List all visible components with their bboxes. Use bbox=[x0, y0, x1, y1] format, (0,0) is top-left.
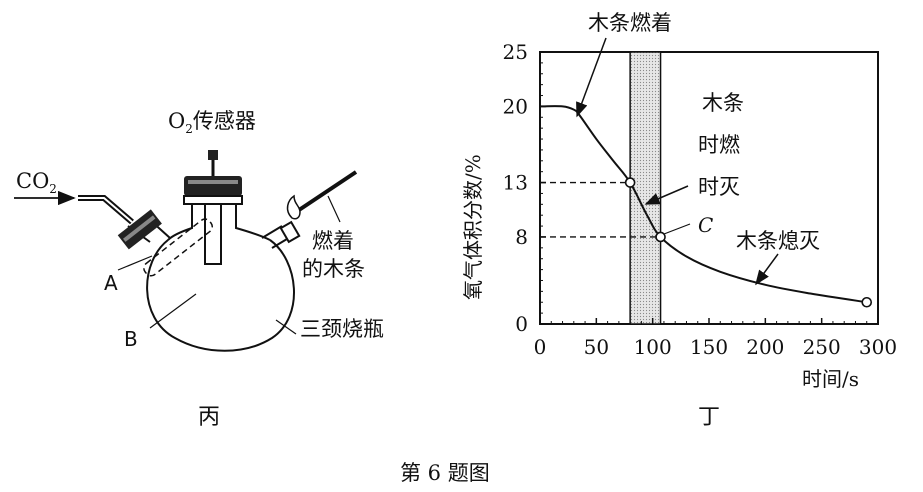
o2-sensor-label: O2传感器 bbox=[168, 109, 256, 136]
flame-icon bbox=[286, 194, 301, 220]
apparatus-diagram: CO2 O2传感器 燃着 的木条 三颈烧瓶 A B 丙 bbox=[14, 109, 384, 430]
x-tick-label: 250 bbox=[803, 335, 841, 359]
chart-ylabel: 氧气体积分数/% bbox=[461, 154, 485, 300]
y-tick-label: 25 bbox=[503, 40, 528, 64]
flask-label: 三颈烧瓶 bbox=[300, 317, 384, 341]
three-neck-flask bbox=[146, 239, 295, 352]
x-tick-label: 200 bbox=[746, 335, 784, 359]
oxygen-chart: 0 50 100 150 200 250 300 0 8 13 20 25 氧气体积分数/% 时间/… bbox=[461, 11, 897, 430]
chart-xlabel: 时间/s bbox=[802, 367, 859, 391]
annotation-mid-3: 时灭 bbox=[698, 175, 740, 199]
y-tick-label: 8 bbox=[515, 225, 528, 249]
x-tick-label: 0 bbox=[534, 335, 547, 359]
annotation-mid-1: 木条 bbox=[702, 91, 744, 115]
data-point bbox=[861, 296, 873, 308]
wood-stick bbox=[294, 170, 358, 214]
x-tick-label: 100 bbox=[634, 335, 672, 359]
sensor-probe bbox=[204, 203, 222, 265]
figure-caption: 第 6 题图 bbox=[400, 461, 490, 485]
label-b: B bbox=[124, 327, 138, 351]
inner-tube-dashed bbox=[143, 218, 213, 277]
y-tick-label: 13 bbox=[503, 171, 528, 195]
wood-label-2: 的木条 bbox=[302, 257, 365, 281]
data-point bbox=[624, 177, 636, 188]
caption-left: 丙 bbox=[198, 405, 220, 430]
annotation-burning: 木条燃着 bbox=[588, 11, 672, 35]
co2-label: CO2 bbox=[16, 169, 57, 196]
x-tick-label: 300 bbox=[859, 335, 897, 359]
annotation-mid-2: 时燃 bbox=[698, 133, 740, 157]
label-a: A bbox=[104, 271, 118, 295]
sensor-stopper bbox=[184, 176, 242, 196]
annotation-out: 木条熄灭 bbox=[736, 229, 820, 253]
center-neck bbox=[167, 196, 271, 241]
x-tick-label: 150 bbox=[690, 335, 728, 359]
point-c-label: C bbox=[698, 213, 713, 237]
co2-inlet-tube bbox=[78, 195, 134, 225]
y-tick-label: 20 bbox=[503, 94, 528, 118]
x-tick-label: 50 bbox=[584, 335, 609, 359]
wood-label-1: 燃着 bbox=[312, 229, 354, 253]
shaded-band bbox=[629, 51, 662, 325]
caption-right: 丁 bbox=[698, 405, 720, 430]
data-point bbox=[655, 231, 666, 243]
y-tick-label: 0 bbox=[515, 312, 528, 336]
